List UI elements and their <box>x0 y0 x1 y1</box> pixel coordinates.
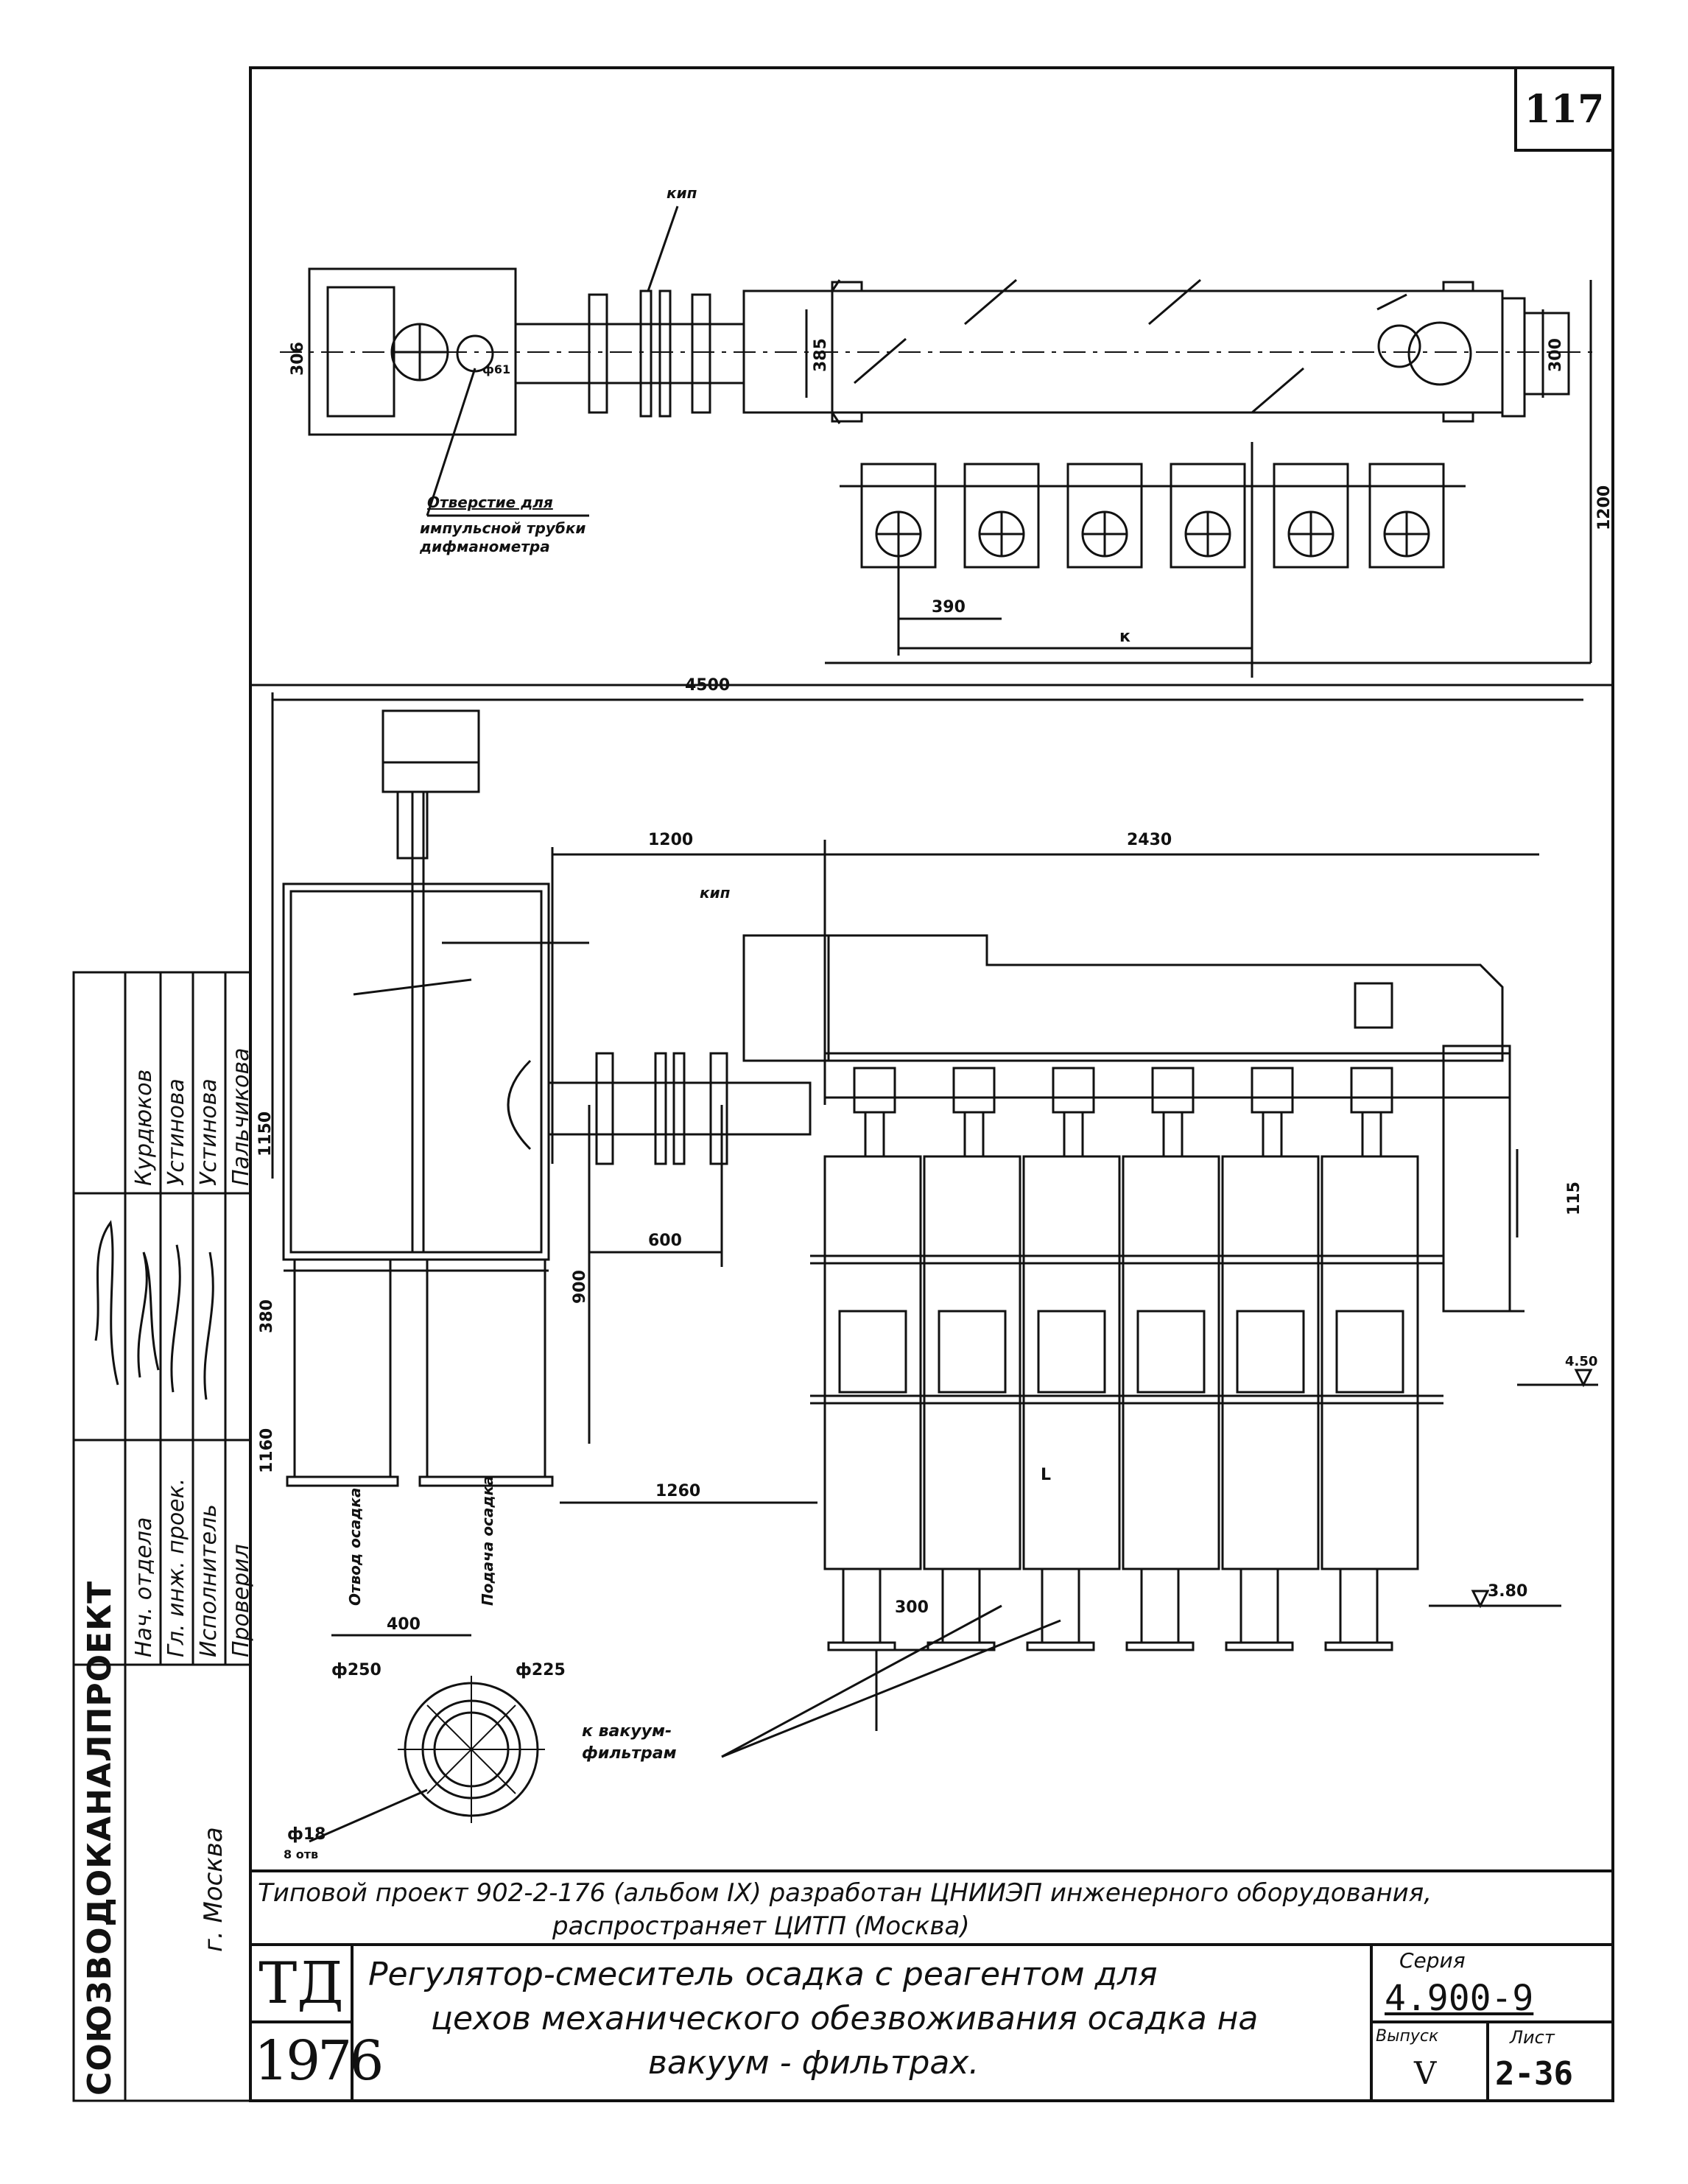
front-kip-label: кип <box>700 884 731 902</box>
dim-385: 385 <box>812 338 830 372</box>
top-kip-label: кип <box>667 184 697 202</box>
dim-1260: 1260 <box>655 1482 701 1500</box>
dim-450: 4.50 <box>1565 1354 1598 1369</box>
flange-d225: ф225 <box>516 1661 566 1679</box>
sheet-number-box <box>1514 66 1614 152</box>
title-line3: вакуум - фильтрах. <box>648 2044 980 2082</box>
dim-400: 400 <box>387 1615 421 1634</box>
project-note-line1: Типовой проект 902-2-176 (альбом IX) раз… <box>258 1878 1432 1908</box>
dim-600: 600 <box>648 1232 682 1250</box>
role-head-of-dept: Нач. отдела <box>131 1517 157 1657</box>
mixer-tank <box>282 882 550 1261</box>
to-filters-line2: фильтрам <box>582 1744 677 1763</box>
dim-380: 380 <box>258 1299 276 1333</box>
front-mixer-row <box>810 1067 1443 1651</box>
sheet-value: 2-36 <box>1495 2055 1573 2093</box>
opening-label-line3: дифманометра <box>420 538 550 555</box>
org-city: г. Москва <box>199 1827 228 1952</box>
dim-306: 306 <box>289 342 307 376</box>
top-mixer-row <box>840 463 1466 569</box>
dim-115: 115 <box>1565 1181 1583 1215</box>
signature-marks <box>94 1220 214 1400</box>
dim-k: к <box>1119 628 1130 646</box>
issue-label: Выпуск <box>1376 2027 1439 2046</box>
dim-390: 390 <box>932 598 966 617</box>
dim-2430: 2430 <box>1127 831 1172 849</box>
name-ustinova-1: Устинова <box>163 1078 189 1186</box>
project-note-line2: распространяет ЦИТП (Москва) <box>552 1911 970 1941</box>
title-line1: Регулятор-смеситель осадка с реагентом д… <box>368 1956 1158 1993</box>
dim-900: 900 <box>571 1270 589 1304</box>
dim-1160: 1160 <box>258 1428 276 1473</box>
name-palchikova: Пальчикова <box>228 1047 254 1186</box>
dim-380b: 3.80 <box>1488 1582 1528 1601</box>
flange-d250: ф250 <box>331 1661 381 1679</box>
series-value: 4.900-9 <box>1385 1978 1534 2019</box>
title-line2: цехов механического обезвоживания осадка… <box>431 2000 1259 2037</box>
dim-300-top: 300 <box>1547 338 1565 372</box>
dim-L: L <box>1041 1466 1052 1484</box>
role-checked: Проверил <box>228 1544 254 1657</box>
sheet-number: 117 <box>1524 87 1605 132</box>
bolt-count: 8 отв <box>284 1847 319 1861</box>
dim-4500: 4500 <box>685 676 731 695</box>
outlet-label: Отвод осадка <box>346 1487 364 1606</box>
role-chief-engineer: Гл. инж. проек. <box>163 1478 189 1657</box>
name-kurdyukov: Курдюков <box>131 1069 157 1186</box>
dim-1150: 1150 <box>256 1111 275 1156</box>
dim-1200-top: 1200 <box>1595 485 1614 530</box>
opening-label-line2: импульсной трубки <box>420 519 586 537</box>
role-executor: Исполнитель <box>196 1504 222 1657</box>
issue-value: V <box>1414 2055 1437 2091</box>
stamp-year: 1976 <box>254 2029 384 2093</box>
to-filters-line1: к вакуум- <box>582 1722 672 1741</box>
dim-phi61: ф61 <box>482 362 511 376</box>
dim-1200-front: 1200 <box>648 831 694 849</box>
name-ustinova-2: Устинова <box>196 1078 222 1186</box>
inlet-label: Подача осадка <box>479 1475 496 1606</box>
bolt-d18: ф18 <box>287 1825 326 1844</box>
dim-300-front: 300 <box>895 1598 929 1617</box>
opening-label-line1: Отверстие для <box>427 494 553 511</box>
sheet-label: Лист <box>1510 2027 1555 2048</box>
series-label: Серия <box>1399 1948 1466 1973</box>
org-name: СОЮЗВОДОКАНАЛПРОЕКТ <box>81 1580 119 2096</box>
stamp-td: ТД <box>259 1950 344 2017</box>
